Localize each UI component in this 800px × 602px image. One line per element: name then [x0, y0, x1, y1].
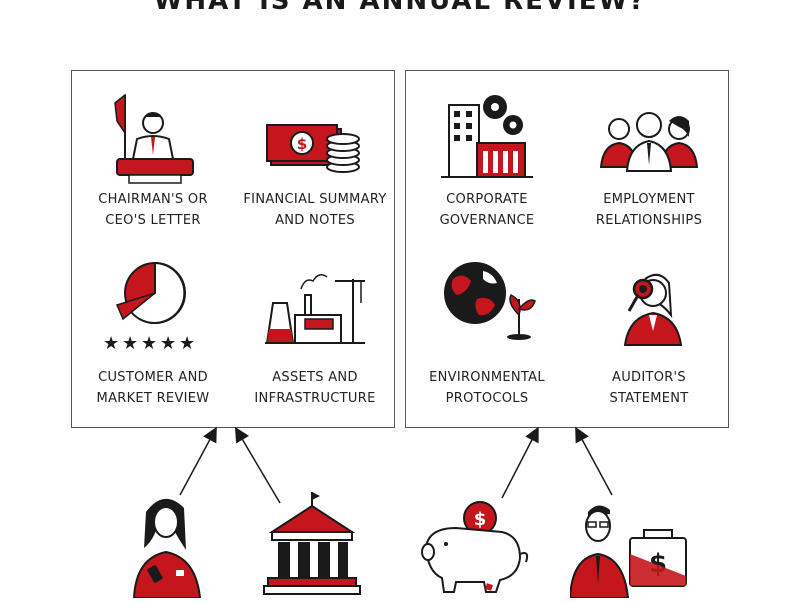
factory-crane-icon: [265, 259, 365, 369]
piggy-bank-icon: $: [421, 501, 529, 593]
item-corporate-governance: Corporate governance: [406, 71, 568, 249]
item-chairmans-letter: Chairman's or CEO's letter: [72, 71, 234, 249]
item-label-line2: statement: [609, 391, 689, 406]
left-panel: Chairman's or CEO's letter $ Financial: [71, 70, 395, 428]
svg-text:$: $: [474, 509, 487, 530]
source-piggy-bank: $: [416, 488, 536, 598]
item-label-line1: Customer and: [98, 370, 208, 385]
item-label-line1: Financial summary: [243, 192, 387, 207]
item-assets-infrastructure: Assets and infrastructure: [234, 249, 396, 427]
svg-text:★: ★: [141, 333, 157, 354]
svg-text:★: ★: [103, 333, 119, 354]
source-investor: $: [568, 488, 690, 599]
item-customer-market: ★★★★★ Customer and market review: [72, 249, 234, 427]
auditor-magnifier-icon: [599, 259, 699, 369]
source-reporter: [118, 488, 238, 599]
globe-plant-icon: [437, 259, 537, 369]
item-label-line2: CEO's letter: [105, 213, 201, 228]
item-label-line1: Chairman's or: [98, 192, 208, 207]
svg-text:★: ★: [122, 333, 138, 354]
item-label-line1: Environmental: [429, 370, 545, 385]
building-gears-icon: [437, 81, 537, 191]
item-label-line1: Employment: [603, 192, 695, 207]
right-panel: Corporate governance Employment relatio: [405, 70, 729, 428]
item-label-line2: market review: [96, 391, 210, 406]
item-label-line1: Assets and: [272, 370, 358, 385]
employees-group-icon: [599, 81, 699, 191]
reporter-woman-icon: [132, 498, 202, 599]
podium-speaker-icon: [103, 81, 203, 191]
svg-text:★: ★: [160, 333, 176, 354]
government-building-icon: [263, 492, 361, 595]
item-financial-summary: $ Financial summary and notes: [234, 71, 396, 249]
item-label-line2: and notes: [275, 213, 355, 228]
item-label-line2: infrastructure: [254, 391, 376, 406]
investor-briefcase-icon: $: [568, 505, 687, 599]
arrow-1: [179, 426, 217, 496]
svg-text:★: ★: [179, 333, 195, 354]
svg-text:$: $: [297, 135, 307, 153]
arrow-4: [575, 426, 613, 496]
item-label-line2: governance: [439, 213, 535, 228]
source-government: [262, 488, 382, 598]
item-label-line2: protocols: [445, 391, 529, 406]
item-label-line1: Auditor's: [612, 370, 686, 385]
money-coins-icon: $: [265, 81, 365, 191]
item-auditors-statement: Auditor's statement: [568, 249, 730, 427]
pie-chart-stars-icon: ★★★★★: [103, 259, 203, 369]
item-label-line1: Corporate: [446, 192, 528, 207]
item-environmental-protocols: Environmental protocols: [406, 249, 568, 427]
item-label-line2: relationships: [595, 213, 703, 228]
page-title: What is an annual review?: [153, 0, 647, 16]
item-employment-relationships: Employment relationships: [568, 71, 730, 249]
